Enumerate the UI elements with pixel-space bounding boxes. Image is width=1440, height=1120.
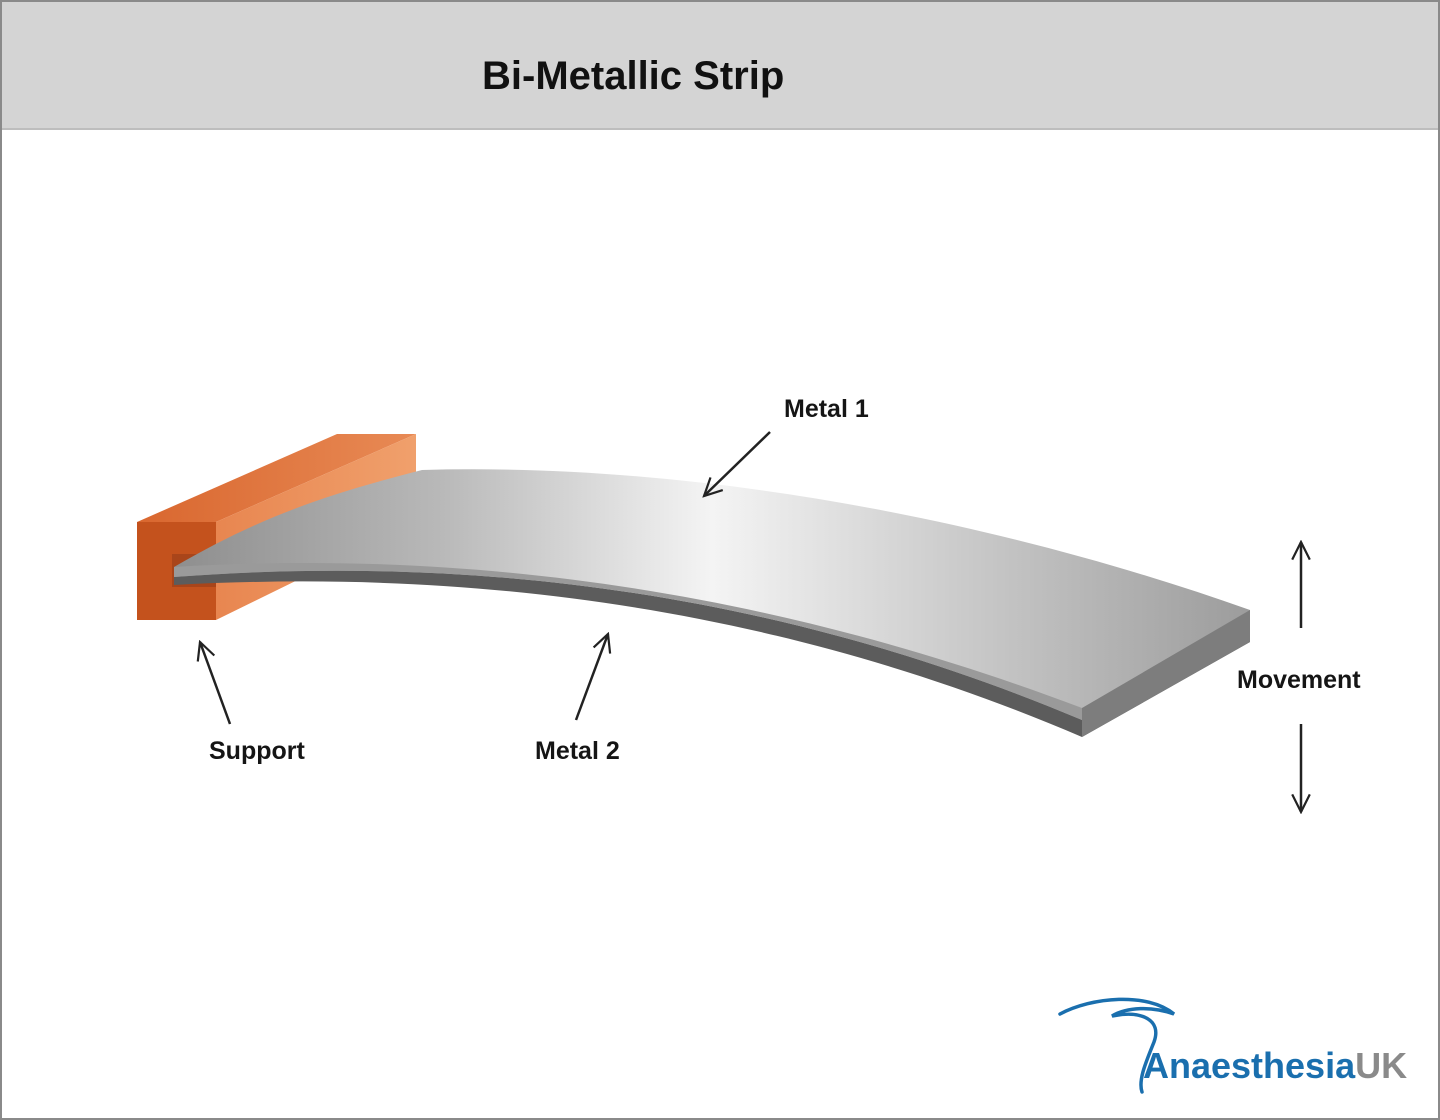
metal-2-layer [174, 564, 1250, 737]
svg-text:AnaesthesiaUK: AnaesthesiaUK [1143, 1045, 1407, 1086]
logo-text-main: Anaesthesia [1143, 1045, 1356, 1086]
label-support: Support [209, 737, 305, 765]
logo-swoosh-icon [1058, 997, 1176, 1094]
support-arrow [200, 642, 232, 725]
label-movement: Movement [1237, 666, 1361, 694]
diagram-title: Bi-Metallic Strip [482, 54, 785, 98]
label-metal-2: Metal 2 [535, 737, 620, 765]
metal-2-arrow [574, 634, 608, 721]
strip-end-cap [1082, 610, 1250, 737]
label-metal-1: Metal 1 [784, 395, 869, 423]
metal-1-layer [174, 469, 1250, 720]
logo-text-suffix: UK [1355, 1045, 1407, 1086]
anaesthesia-uk-logo: AnaesthesiaUK [1058, 997, 1407, 1094]
support-front-face [137, 522, 216, 620]
title-bar: Bi-Metallic Strip [2, 2, 1438, 130]
support-top-face [137, 434, 416, 522]
metal-1-arrow [704, 431, 771, 496]
